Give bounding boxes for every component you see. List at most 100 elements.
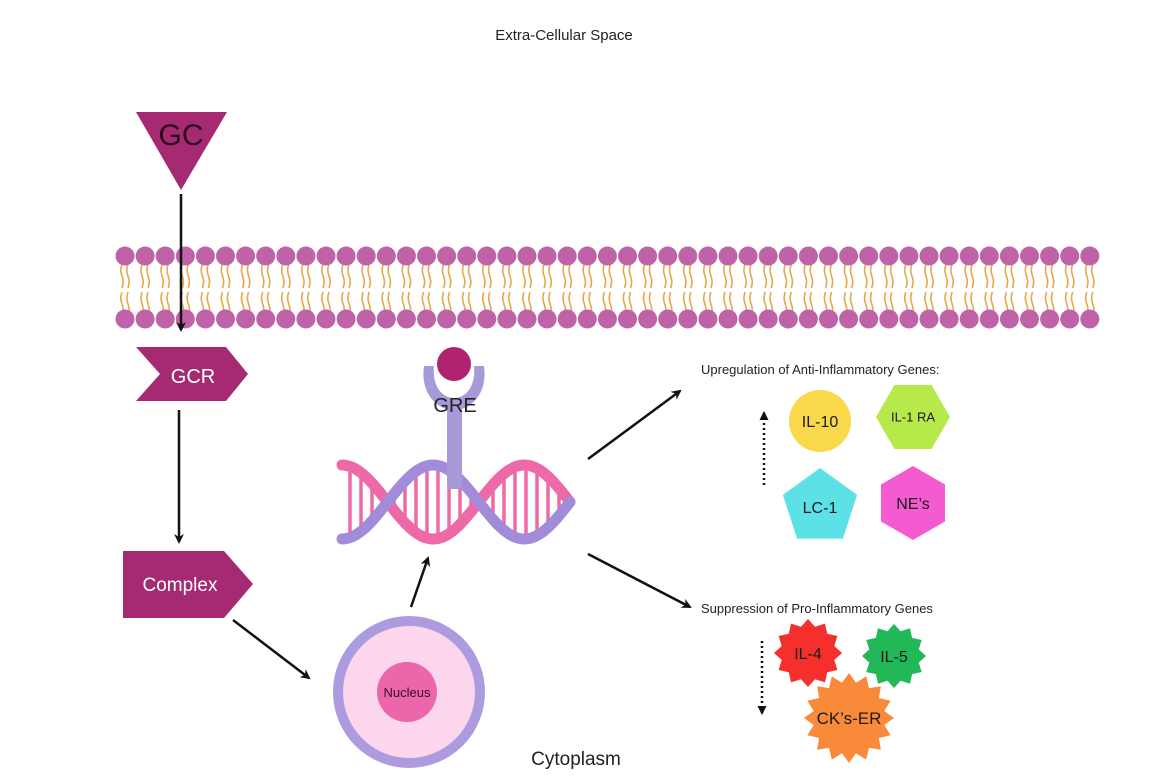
lipid-head bbox=[597, 309, 617, 329]
gene-label: LC-1 bbox=[803, 500, 838, 517]
lipid-tail bbox=[863, 263, 868, 289]
lipid-tail bbox=[562, 263, 567, 289]
lipid-tail bbox=[668, 263, 673, 289]
lipid-head bbox=[537, 246, 557, 266]
cell-membrane bbox=[115, 246, 1100, 329]
lipid-tail bbox=[648, 263, 653, 289]
lipid-head bbox=[1060, 309, 1080, 329]
lipid-head bbox=[256, 246, 276, 266]
lipid-tail bbox=[461, 263, 466, 289]
lipid-tail bbox=[280, 263, 285, 289]
gene-shape-il-10 bbox=[789, 390, 851, 452]
gene-lc-1: LC-1 bbox=[782, 468, 858, 539]
lipid-head bbox=[497, 246, 517, 266]
lipid-head bbox=[939, 246, 959, 266]
lipid-tail bbox=[642, 263, 647, 289]
gre-stem bbox=[447, 407, 462, 489]
lipid-tail bbox=[548, 263, 553, 289]
gene-label: IL-1 RA bbox=[891, 410, 935, 425]
lipid-head bbox=[276, 246, 296, 266]
lipid-head bbox=[135, 246, 155, 266]
lipid-tail bbox=[321, 263, 325, 289]
gene-ne-s: NE’s bbox=[881, 466, 945, 540]
lipid-head bbox=[819, 309, 838, 329]
lipid-tail bbox=[723, 263, 727, 289]
lipid-head bbox=[959, 309, 979, 329]
lipid-head bbox=[376, 309, 396, 329]
lipid-head bbox=[296, 309, 316, 329]
lipid-tail bbox=[481, 263, 486, 289]
gene-label: CK’s-ER bbox=[817, 709, 882, 728]
lipid-tail bbox=[347, 263, 352, 289]
lipid-head bbox=[798, 309, 818, 329]
lipid-tail bbox=[341, 263, 346, 289]
lipid-tail bbox=[823, 263, 828, 289]
lipid-tail bbox=[407, 263, 412, 289]
lipid-tail bbox=[662, 263, 667, 289]
lipid-head bbox=[778, 246, 798, 266]
lipid-head bbox=[175, 309, 195, 329]
lipid-tail bbox=[140, 263, 145, 289]
gene-il-1-ra: IL-1 RA bbox=[876, 385, 950, 449]
lipid-head bbox=[457, 246, 477, 266]
lipid-head bbox=[798, 246, 818, 266]
lipid-head bbox=[236, 309, 256, 329]
lipid-tail bbox=[421, 263, 426, 289]
gene-shape-ck-s-er bbox=[804, 673, 894, 763]
lipid-tail bbox=[903, 263, 908, 289]
lipid-head bbox=[175, 246, 195, 266]
lipid-tail bbox=[327, 263, 331, 289]
arrow-to-suppression bbox=[587, 552, 692, 609]
lipid-head bbox=[658, 309, 678, 329]
lipid-tail bbox=[1004, 263, 1009, 289]
lipid-head bbox=[939, 309, 959, 329]
arrow-to-upregulation bbox=[587, 389, 682, 461]
nucleolus bbox=[377, 662, 437, 722]
lipid-head bbox=[999, 309, 1019, 329]
lipid-head bbox=[276, 309, 296, 329]
lipid-head bbox=[879, 309, 899, 329]
gc-triangle-shape bbox=[136, 112, 227, 190]
lipid-head bbox=[356, 246, 376, 266]
lipid-head bbox=[316, 309, 336, 329]
lipid-tail bbox=[950, 263, 955, 289]
gene-label: IL-5 bbox=[880, 649, 908, 666]
lipid-head bbox=[336, 246, 356, 266]
lipid-head bbox=[437, 309, 457, 329]
gcr-label: GCR bbox=[171, 366, 215, 388]
lipid-tail bbox=[1030, 263, 1035, 289]
lipid-head bbox=[839, 246, 859, 266]
lipid-head bbox=[356, 309, 376, 329]
gc-ligand: GC bbox=[136, 112, 227, 190]
lipid-tail bbox=[682, 263, 687, 289]
lipid-head bbox=[497, 309, 517, 329]
lipid-tail bbox=[367, 263, 372, 289]
lipid-tail bbox=[427, 263, 432, 289]
lipid-tail bbox=[260, 263, 265, 289]
lipid-tail bbox=[783, 263, 788, 289]
lipid-tail bbox=[990, 263, 995, 289]
lipid-tail bbox=[688, 263, 693, 289]
gre-label: GRE bbox=[433, 395, 476, 417]
gre-arms bbox=[423, 366, 485, 410]
complex-label: Complex bbox=[143, 575, 218, 596]
lipid-head bbox=[115, 246, 135, 266]
lipid-head bbox=[1040, 246, 1060, 266]
lipid-head bbox=[1020, 309, 1039, 329]
lipid-tail bbox=[220, 263, 225, 289]
lipid-head bbox=[698, 309, 718, 329]
lipid-head bbox=[899, 309, 919, 329]
lipid-tail bbox=[763, 263, 768, 289]
lipid-tail bbox=[300, 263, 305, 289]
lipid-head bbox=[999, 246, 1019, 266]
lipid-tail bbox=[401, 263, 406, 289]
lipid-tail bbox=[126, 263, 130, 289]
lipid-tail bbox=[206, 263, 211, 289]
lipid-tail bbox=[1050, 263, 1055, 289]
lipid-tail bbox=[1010, 263, 1015, 289]
gene-il-5: IL-5 bbox=[862, 624, 926, 688]
lipid-head bbox=[597, 246, 617, 266]
lipid-head bbox=[216, 309, 235, 329]
lipid-tail bbox=[930, 263, 934, 289]
cytoplasm-label: Cytoplasm bbox=[531, 749, 621, 770]
